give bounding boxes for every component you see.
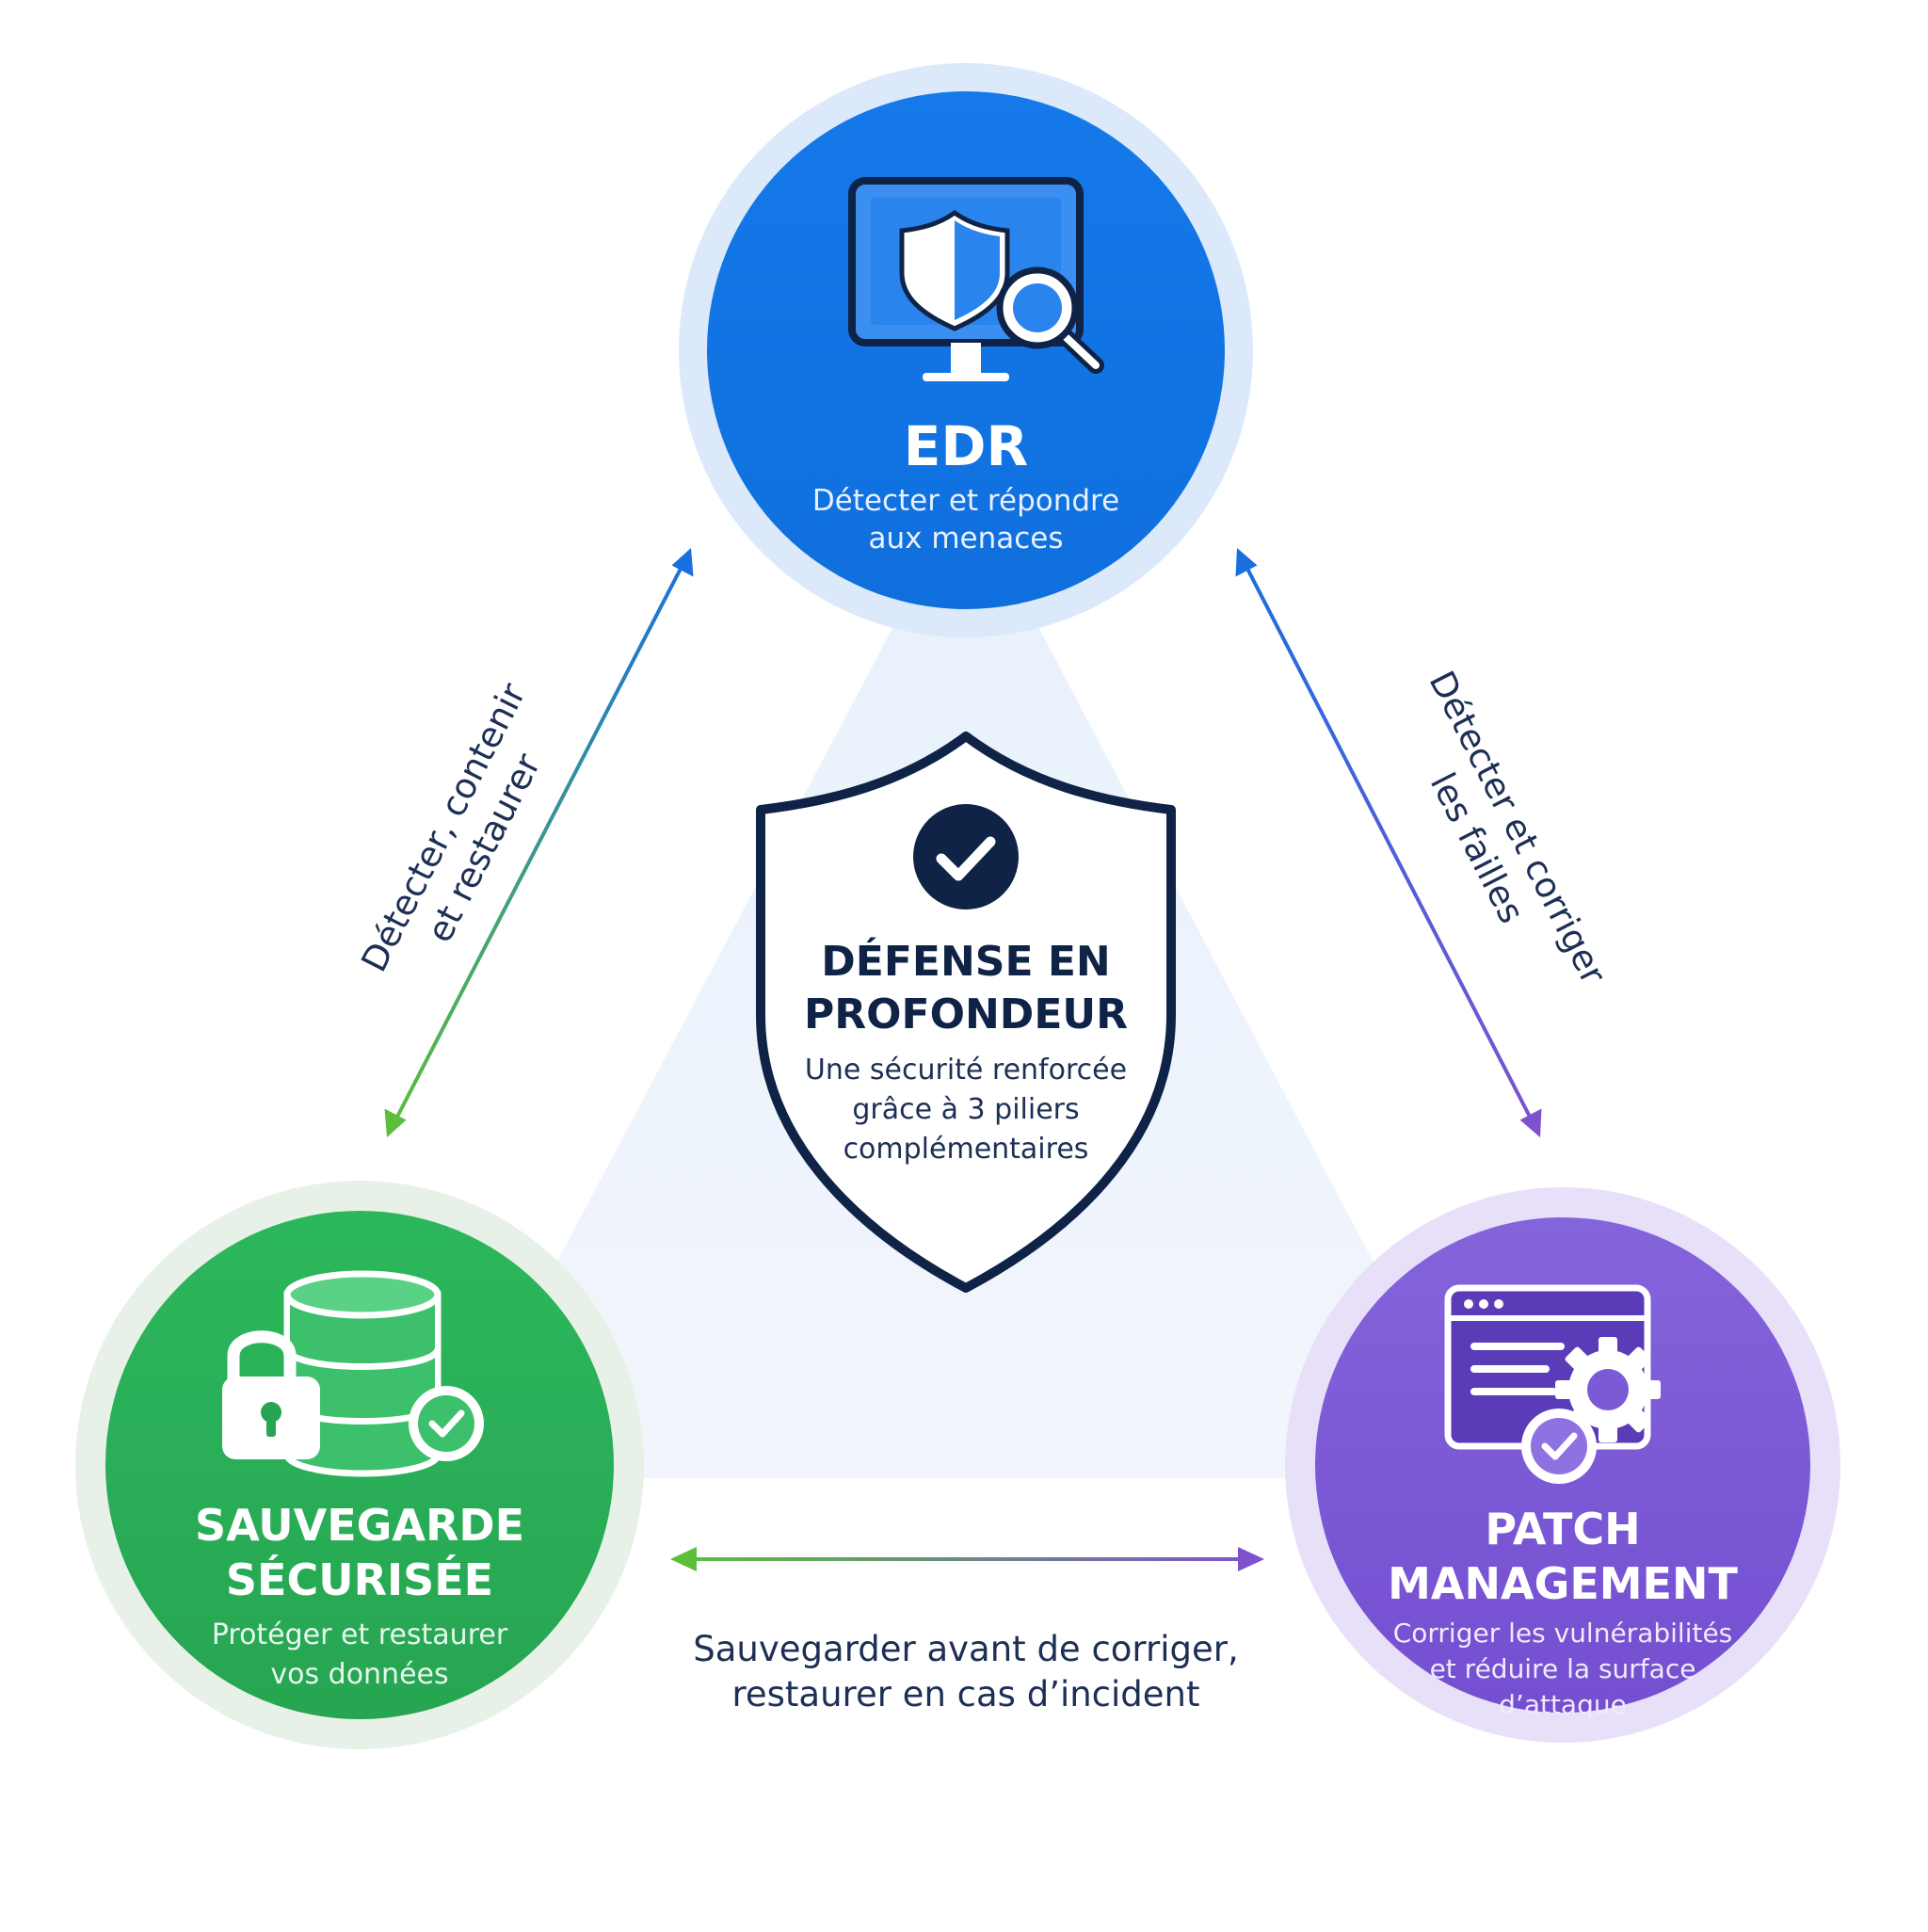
connector-edr-backup	[384, 548, 694, 1137]
backup-subtitle-line1: Protéger et restaurer	[211, 1618, 508, 1651]
node-edr	[679, 63, 1253, 637]
arrowhead-right-icon	[1238, 1547, 1264, 1571]
arrowhead-up-icon	[671, 548, 694, 577]
edge-label-bottom-line1: Sauvegarder avant de corriger,	[693, 1629, 1239, 1669]
node-backup	[75, 1181, 644, 1749]
backup-title-line2: SÉCURISÉE	[225, 1554, 494, 1605]
backup-title-line1: SAUVEGARDE	[194, 1500, 525, 1551]
connector-edr-patch	[1235, 548, 1542, 1137]
patch-subtitle-line3: d’attaque	[1499, 1689, 1627, 1720]
patch-title-line1: PATCH	[1485, 1504, 1641, 1554]
browser-gear-check-icon	[1444, 1284, 1661, 1484]
center-subtitle-line2: grâce à 3 piliers	[852, 1093, 1080, 1126]
arrowhead-down-icon	[384, 1108, 407, 1137]
patch-subtitle-line1: Corriger les vulnérabilités	[1392, 1618, 1733, 1649]
connector-backup-patch	[670, 1547, 1264, 1571]
check-circle-icon	[913, 804, 1019, 910]
center-subtitle-line1: Une sécurité renforcée	[804, 1054, 1128, 1087]
edr-subtitle-line1: Détecter et répondre	[811, 484, 1120, 518]
patch-title-line2: MANAGEMENT	[1388, 1558, 1738, 1609]
node-patch	[1285, 1187, 1840, 1743]
gear-icon	[1555, 1337, 1661, 1442]
arrowhead-left-icon	[670, 1547, 697, 1571]
monitor-shield-search-icon	[848, 177, 1104, 381]
center-title-line2: PROFONDEUR	[803, 990, 1128, 1038]
edr-title: EDR	[903, 414, 1029, 478]
backup-subtitle-line2: vos données	[270, 1658, 449, 1691]
edge-label-bottom-line2: restaurer en cas d’incident	[731, 1674, 1200, 1715]
center-title-line1: DÉFENSE EN	[821, 938, 1111, 986]
center-subtitle-line3: complémentaires	[843, 1133, 1089, 1166]
arrowhead-down-icon	[1519, 1108, 1542, 1137]
edge-label-bottom: Sauvegarder avant de corriger, restaurer…	[683, 1627, 1248, 1717]
arrowhead-up-icon	[1235, 548, 1258, 577]
center-shield	[756, 732, 1176, 1293]
database-lock-check-icon	[222, 1270, 484, 1477]
patch-subtitle-line2: et réduire la surface	[1429, 1653, 1696, 1684]
edr-subtitle-line2: aux menaces	[868, 522, 1064, 555]
